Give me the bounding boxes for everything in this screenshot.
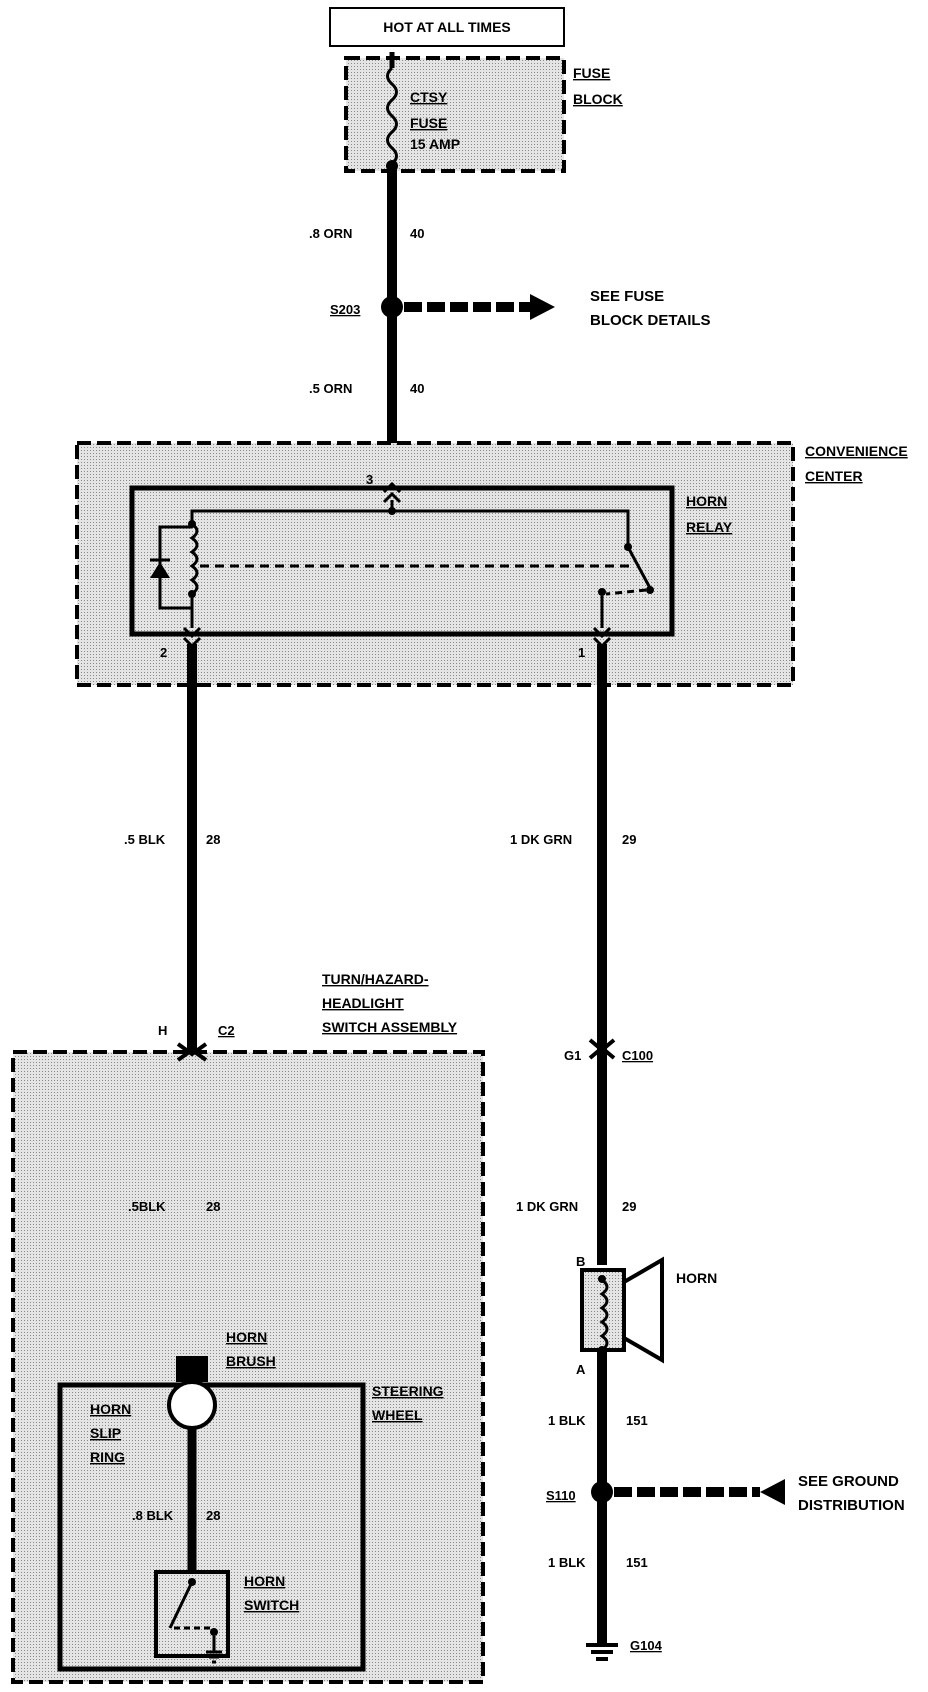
- splice-s110: S110 SEE GROUND DISTRIBUTION: [546, 1473, 905, 1514]
- connector-c2: C2: [218, 1023, 235, 1038]
- wire-2-circuit: 40: [410, 381, 424, 396]
- hot-at-all-times-box: HOT AT ALL TIMES: [329, 7, 565, 47]
- wire-1-gauge: .8 ORN: [309, 226, 352, 241]
- horn-switch-label-2: SWITCH: [244, 1597, 299, 1613]
- wire-4-circuit: 29: [622, 832, 636, 847]
- horn-brush: [176, 1356, 208, 1382]
- horn: B HORN A: [576, 1254, 717, 1377]
- c100-label: C100: [622, 1048, 653, 1063]
- convenience-title-1: CONVENIENCE: [805, 443, 908, 459]
- wire-2-gauge: .5 ORN: [309, 381, 352, 396]
- fuse-symbol: [386, 66, 398, 166]
- s110-label: S110: [546, 1488, 576, 1503]
- slip-ring-label-2: SLIP: [90, 1425, 121, 1441]
- fuse-name-2: FUSE: [410, 115, 447, 131]
- pin-h: H: [158, 1023, 167, 1038]
- horn-pin-b: B: [576, 1254, 585, 1269]
- wire-9-circuit: 151: [626, 1555, 648, 1570]
- s110-ref-1: SEE GROUND: [798, 1473, 899, 1490]
- pin-g1: G1: [564, 1048, 581, 1063]
- relay-pin-2: 2: [160, 645, 167, 660]
- fuse-block: FUSE BLOCK CTSY FUSE 15 AMP: [344, 52, 623, 173]
- wire-4-gauge: 1 DK GRN: [510, 832, 572, 847]
- wire-8-gauge: 1 BLK: [548, 1413, 586, 1428]
- horn-switch-label-1: HORN: [244, 1573, 285, 1589]
- steering-wheel: [57, 1382, 366, 1672]
- switch-assembly: TURN/HAZARD- HEADLIGHT SWITCH ASSEMBLY H…: [11, 971, 485, 1684]
- fuse-rating: 15 AMP: [410, 136, 460, 152]
- wire-5-gauge: .5BLK: [128, 1199, 166, 1214]
- wire-9-gauge: 1 BLK: [548, 1555, 586, 1570]
- wire-1-circuit: 40: [410, 226, 424, 241]
- fuse-block-title-1: FUSE: [573, 65, 610, 81]
- horn-brush-label-1: HORN: [226, 1329, 267, 1345]
- convenience-title-2: CENTER: [805, 468, 863, 484]
- horn-switch: [154, 1570, 230, 1658]
- slip-ring-label-3: RING: [90, 1449, 125, 1465]
- horn-pin-a: A: [576, 1362, 586, 1377]
- wire-7-gauge: .8 BLK: [132, 1508, 174, 1523]
- steering-wheel-label-1: STEERING: [372, 1383, 444, 1399]
- horn-brush-label-2: BRUSH: [226, 1353, 276, 1369]
- relay-title-2: RELAY: [686, 519, 733, 535]
- horn-slip-ring: [167, 1380, 217, 1430]
- s110-ref-2: DISTRIBUTION: [798, 1497, 905, 1514]
- connector-c100: G1 C100: [564, 1038, 653, 1063]
- relay-pin-3: 3: [366, 472, 373, 487]
- relay-pin-1: 1: [578, 645, 585, 660]
- switch-assembly-title-2: HEADLIGHT: [322, 995, 404, 1011]
- wire-8-circuit: 151: [626, 1413, 648, 1428]
- horn-relay: HORN RELAY 3 2 1: [129, 472, 733, 660]
- wire-7-circuit: 28: [206, 1508, 220, 1523]
- wire-5-circuit: 28: [206, 1199, 220, 1214]
- relay-title-1: HORN: [686, 493, 727, 509]
- s203-label: S203: [330, 302, 360, 317]
- relay-diode: [150, 562, 170, 578]
- slip-ring-label-1: HORN: [90, 1401, 131, 1417]
- wire-6-gauge: 1 DK GRN: [516, 1199, 578, 1214]
- s203-ref-2: BLOCK DETAILS: [590, 312, 711, 329]
- wire-3-circuit: 28: [206, 832, 220, 847]
- fuse-block-title-2: BLOCK: [573, 91, 623, 107]
- wire-3-gauge: .5 BLK: [124, 832, 166, 847]
- s203-ref-1: SEE FUSE: [590, 288, 664, 305]
- g104-label: G104: [630, 1638, 663, 1653]
- fuse-name-1: CTSY: [410, 89, 448, 105]
- horn-label: HORN: [676, 1270, 717, 1286]
- ground-g104: G104: [586, 1638, 663, 1661]
- hot-label: HOT AT ALL TIMES: [383, 19, 511, 35]
- relay-coil: [189, 522, 199, 596]
- switch-assembly-title-3: SWITCH ASSEMBLY: [322, 1019, 458, 1035]
- wire-6-circuit: 29: [622, 1199, 636, 1214]
- steering-wheel-label-2: WHEEL: [372, 1407, 423, 1423]
- splice-s203: S203 SEE FUSE BLOCK DETAILS: [330, 288, 711, 329]
- horn-coil: [599, 1278, 609, 1352]
- switch-assembly-title-1: TURN/HAZARD-: [322, 971, 429, 987]
